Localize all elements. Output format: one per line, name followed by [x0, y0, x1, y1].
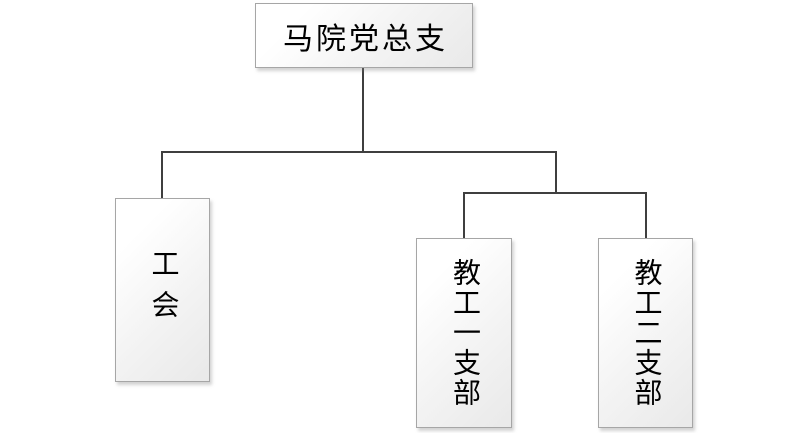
- org-box-branch1-label: 教工一支部: [449, 258, 480, 408]
- org-box-root: 马院党总支: [255, 3, 473, 68]
- connector-bus-right: [463, 192, 647, 194]
- org-box-branch2: 教工二支部: [598, 238, 693, 428]
- connector-bus-top: [161, 151, 557, 153]
- connector-root-stem: [362, 68, 364, 153]
- connector-drop-branch2: [645, 192, 647, 239]
- connector-drop-union: [161, 151, 163, 199]
- org-box-branch1: 教工一支部: [416, 238, 512, 428]
- connector-drop-branch1: [463, 192, 465, 239]
- org-box-root-label: 马院党总支: [283, 22, 448, 56]
- org-box-union-label: 工会: [147, 249, 179, 331]
- org-box-union: 工会: [115, 198, 210, 382]
- org-box-branch2-label: 教工二支部: [630, 258, 662, 408]
- connector-drop-right-group: [555, 151, 557, 194]
